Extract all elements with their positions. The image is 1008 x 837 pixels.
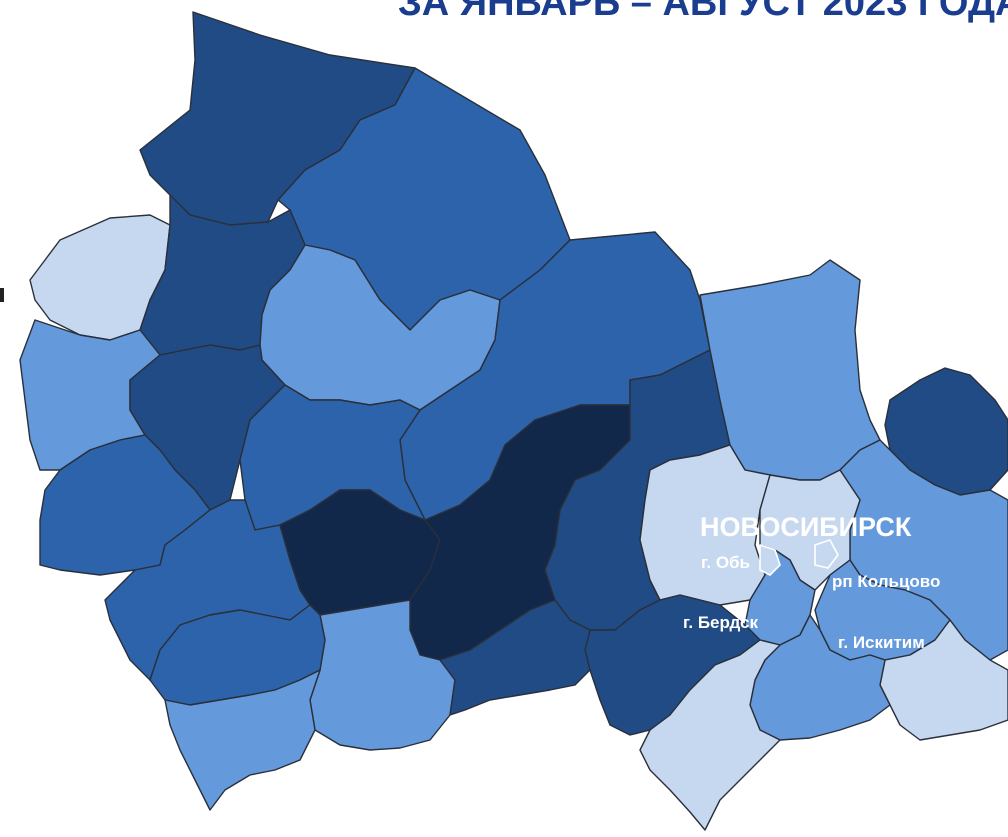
label-iskitim: г. Искитим	[838, 633, 925, 652]
district-koltsovo-city[interactable]	[814, 539, 839, 569]
district-south-very-light[interactable]	[639, 639, 781, 831]
label-ob: г. Обь	[701, 553, 750, 572]
district-ob-city[interactable]	[759, 544, 781, 576]
label-koltsovo: рп Кольцово	[832, 572, 940, 591]
map-title: ЗА ЯНВАРЬ – АВГУСТ 2023 ГОДА	[398, 0, 1008, 24]
district-southeast-very-light[interactable]	[879, 619, 1008, 741]
label-berdsk: г. Бердск	[683, 613, 758, 632]
district-far-southwest[interactable]	[164, 669, 321, 811]
district-south-central-dark[interactable]	[439, 599, 591, 716]
edge-mark	[0, 288, 4, 302]
label-novosibirsk: НОВОСИБИРСК	[700, 512, 912, 542]
